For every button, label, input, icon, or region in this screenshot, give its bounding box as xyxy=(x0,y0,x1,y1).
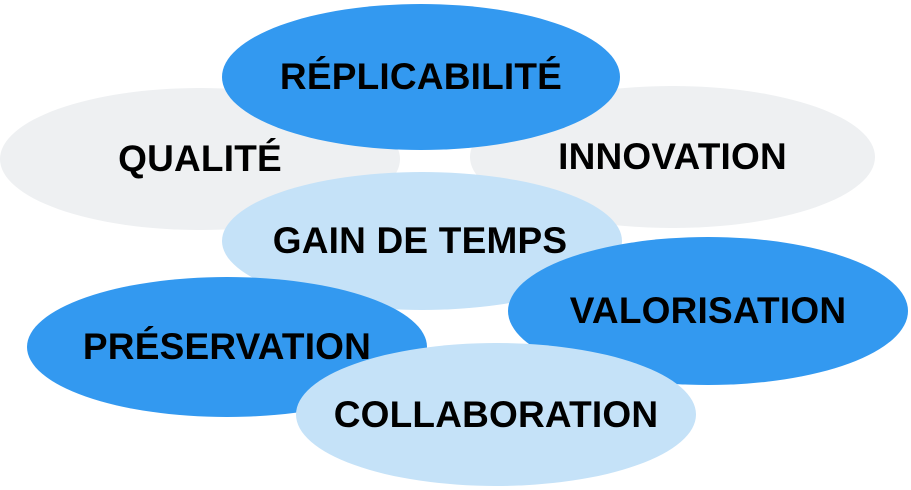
label-valorisation: VALORISATION xyxy=(569,290,847,331)
ellipse-replicabilite: RÉPLICABILITÉ xyxy=(222,4,620,150)
ellipse-collaboration: COLLABORATION xyxy=(296,343,696,486)
label-collaboration: COLLABORATION xyxy=(333,393,659,435)
label-gain-de-temps: GAIN DE TEMPS xyxy=(272,220,568,261)
label-qualite: QUALITÉ xyxy=(118,138,282,179)
label-replicabilite: RÉPLICABILITÉ xyxy=(279,56,563,97)
label-innovation: INNOVATION xyxy=(558,136,787,177)
label-preservation: PRÉSERVATION xyxy=(82,326,372,367)
